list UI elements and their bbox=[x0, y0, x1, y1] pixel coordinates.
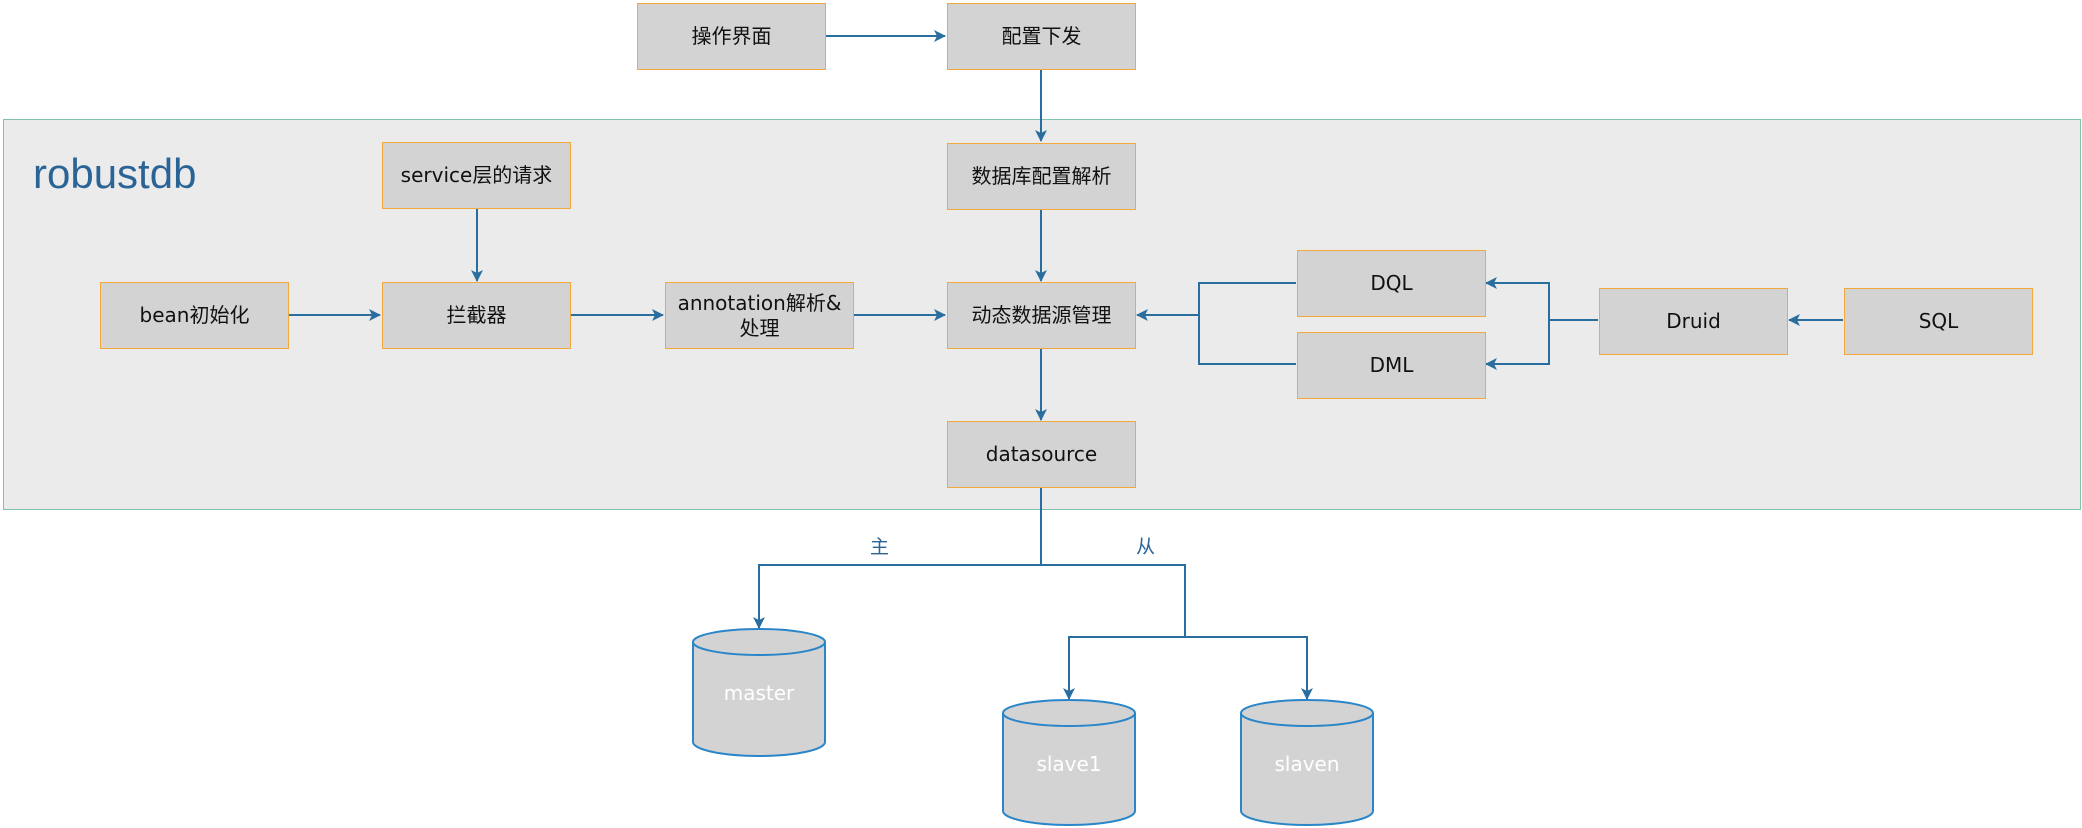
dml-node: DML bbox=[1297, 332, 1486, 399]
interceptor-node: 拦截器 bbox=[382, 282, 571, 349]
slaven-db-label: slaven bbox=[1274, 752, 1340, 776]
edge-dml-to-dynamic bbox=[1198, 315, 1296, 365]
edge-to-slaves bbox=[1041, 564, 1186, 637]
edge-druid-to-dql bbox=[1485, 277, 1550, 320]
container-title: robustdb bbox=[33, 150, 197, 197]
config-push-node: 配置下发 bbox=[947, 3, 1136, 70]
slave-edge-label: 从 bbox=[1136, 536, 1156, 558]
master-db-label: master bbox=[723, 681, 795, 705]
ui-node: 操作界面 bbox=[637, 3, 826, 70]
slave1-db-icon bbox=[1002, 699, 1136, 826]
datasource-node: datasource bbox=[947, 421, 1136, 488]
edge-to-master bbox=[753, 564, 1041, 629]
dql-node: DQL bbox=[1297, 250, 1486, 317]
dynamic-datasource-node: 动态数据源管理 bbox=[947, 282, 1136, 349]
slaven-db-icon bbox=[1240, 699, 1374, 826]
annotation-node: annotation解析& 处理 bbox=[665, 282, 854, 349]
edge-dql-to-dynamic bbox=[1198, 282, 1296, 315]
bean-init-node: bean初始化 bbox=[100, 282, 289, 349]
master-db-icon bbox=[692, 628, 826, 757]
druid-node: Druid bbox=[1599, 288, 1788, 355]
master-edge-label: 主 bbox=[870, 536, 890, 558]
db-config-parse-node: 数据库配置解析 bbox=[947, 143, 1136, 210]
slave1-db-label: slave1 bbox=[1036, 752, 1102, 776]
service-request-node: service层的请求 bbox=[382, 142, 571, 209]
edge-to-slaven bbox=[1185, 636, 1313, 700]
edge-to-slave1 bbox=[1063, 636, 1185, 700]
sql-node: SQL bbox=[1844, 288, 2033, 355]
edge-druid-to-dml bbox=[1485, 320, 1550, 370]
